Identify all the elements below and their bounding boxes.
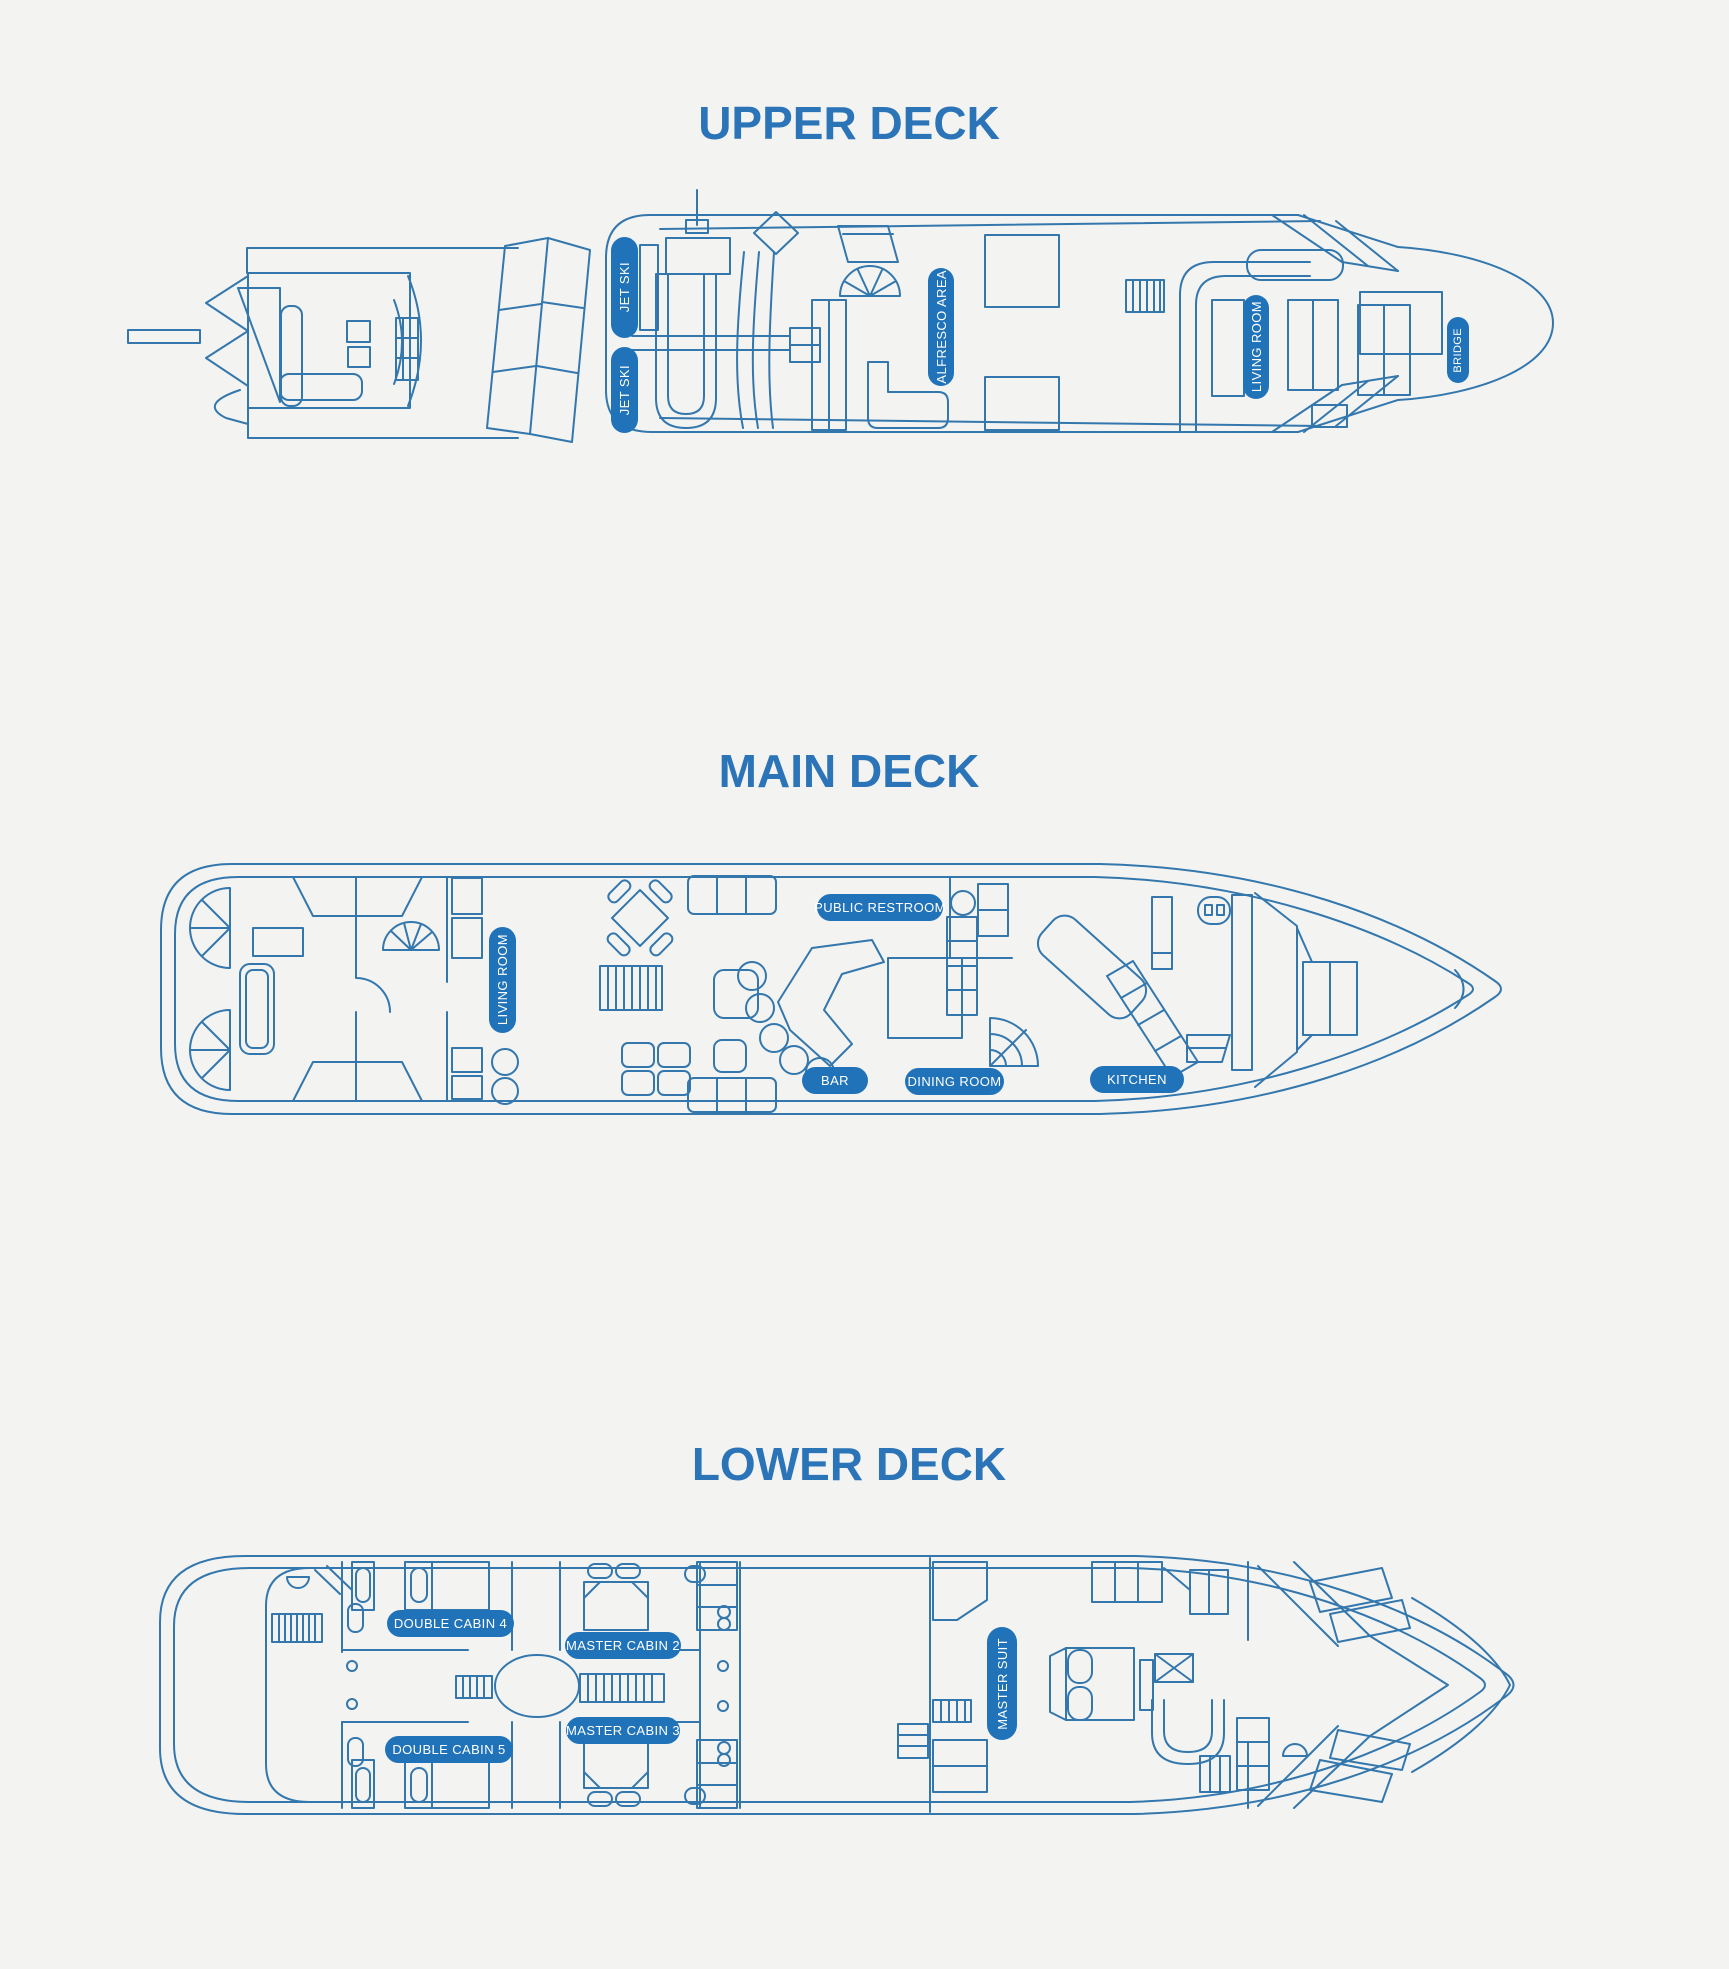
lobby-round: [495, 1655, 579, 1717]
bar-counter: [778, 940, 884, 1066]
crew-bow-area: [1248, 1562, 1510, 1808]
crew-bunk: [1330, 1730, 1410, 1770]
corridor-stairs: [580, 1674, 664, 1702]
main-deck-drawing: [161, 864, 1501, 1114]
shower: [1155, 1654, 1193, 1682]
upper-deck-title: UPPER DECK: [698, 97, 1000, 149]
lower-deck-title: LOWER DECK: [691, 1438, 1007, 1490]
label-master-cabin-3: MASTER CABIN 3: [566, 1717, 680, 1744]
label-alfresco-area: ALFRESCO AREA: [928, 268, 954, 386]
label-dining-room: DINING ROOM: [905, 1068, 1004, 1095]
galley: [1031, 895, 1252, 1077]
aft-stair-band: [487, 238, 590, 442]
stern-garage: [266, 1566, 420, 1802]
aft-deck: [190, 877, 439, 1101]
label-jet-ski-1: JET SKI: [611, 237, 638, 338]
crew-bunk: [1330, 1600, 1410, 1642]
bar-area: [738, 940, 884, 1086]
alfresco-area: [812, 226, 1059, 430]
master-suite-bed: [1066, 1648, 1134, 1720]
lower-hull: [160, 1556, 1514, 1814]
label-living-room-upper: LIVING ROOM: [1243, 295, 1269, 399]
fan-stairs: [840, 266, 900, 296]
upper-deck-drawing: [128, 190, 1553, 442]
fan-stairs: [383, 922, 439, 950]
main-deck-title: MAIN DECK: [718, 745, 980, 797]
dining-table: [888, 958, 962, 1038]
crew-bunk: [1310, 1760, 1392, 1802]
l-sofa: [868, 362, 948, 428]
lower-deck-drawing: [160, 1556, 1514, 1814]
label-kitchen: KITCHEN: [1090, 1066, 1184, 1093]
label-master-suit: MASTER SUIT: [987, 1627, 1017, 1740]
stern-stairs: [190, 1010, 230, 1090]
label-double-cabin-5: DOUBLE CABIN 5: [385, 1736, 513, 1763]
engine-room: [740, 1558, 930, 1812]
label-public-restroom: PUBLIC RESTROOM: [814, 894, 945, 921]
label-bridge: BRIDGE: [1447, 317, 1469, 383]
crew-bunk: [1310, 1568, 1392, 1612]
label-master-cabin-2: MASTER CABIN 2: [565, 1632, 681, 1659]
label-living-room-main: LIVING ROOM: [489, 927, 516, 1033]
game-table: [612, 890, 668, 946]
tender-platform: [128, 248, 518, 438]
bridge-windshield: [1360, 292, 1442, 354]
master-suite: [933, 1562, 1307, 1792]
label-jet-ski-2: JET SKI: [611, 347, 638, 433]
jet-ski-shape: [656, 274, 716, 428]
label-bar: BAR: [802, 1067, 868, 1094]
guest-cabins: [342, 1562, 737, 1808]
master-bed: [584, 1582, 648, 1630]
sky-lounge: [1126, 250, 1410, 432]
label-double-cabin-4: DOUBLE CABIN 4: [387, 1610, 514, 1637]
curved-stairs: [990, 1018, 1038, 1066]
restroom-dining: [888, 877, 1038, 1066]
main-hull: [161, 864, 1501, 1114]
funnel-diamond: [754, 212, 798, 254]
main-bow: [1255, 893, 1464, 1087]
crane-arm: [632, 336, 790, 350]
upper-hull: [606, 215, 1553, 432]
jet-ski-bay: [632, 190, 820, 428]
stern-stairs: [190, 888, 230, 968]
salon: [447, 876, 776, 1112]
bathtub: [1152, 1700, 1224, 1764]
